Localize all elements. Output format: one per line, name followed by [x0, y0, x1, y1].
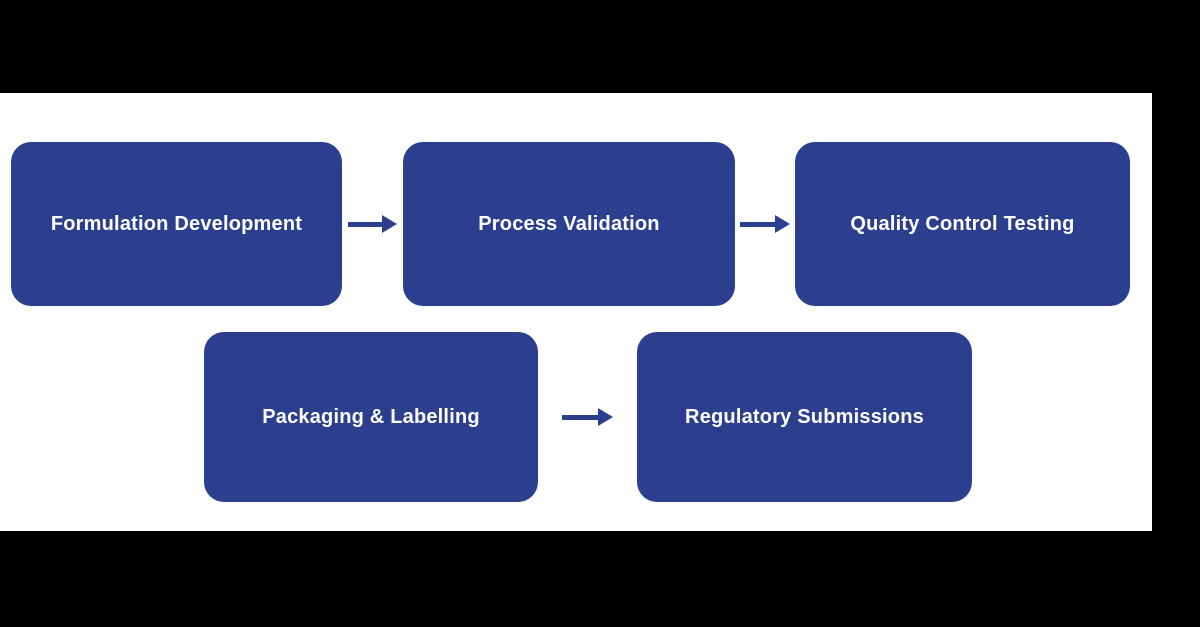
arrow-head	[382, 215, 397, 233]
stage-packaging-labelling: Packaging & Labelling	[204, 332, 538, 502]
arrow-right-icon	[740, 215, 790, 233]
arrow-shaft	[348, 221, 382, 227]
stage-label: Regulatory Submissions	[685, 406, 924, 428]
stage-label: Quality Control Testing	[850, 213, 1075, 235]
arrow-shaft	[562, 414, 598, 420]
stage-regulatory-submissions: Regulatory Submissions	[637, 332, 972, 502]
arrow-head	[598, 408, 613, 426]
arrow-shaft	[740, 221, 775, 227]
stage-process-validation: Process Validation	[403, 142, 735, 306]
stage-label: Packaging & Labelling	[262, 406, 480, 428]
arrow-right-icon	[348, 215, 397, 233]
stage-label: Formulation Development	[50, 213, 303, 235]
arrow-right-icon	[562, 408, 613, 426]
stage-quality-control-testing: Quality Control Testing	[795, 142, 1130, 306]
arrow-head	[775, 215, 790, 233]
stage-formulation-development: Formulation Development	[11, 142, 342, 306]
stage-label: Process Validation	[478, 213, 660, 235]
